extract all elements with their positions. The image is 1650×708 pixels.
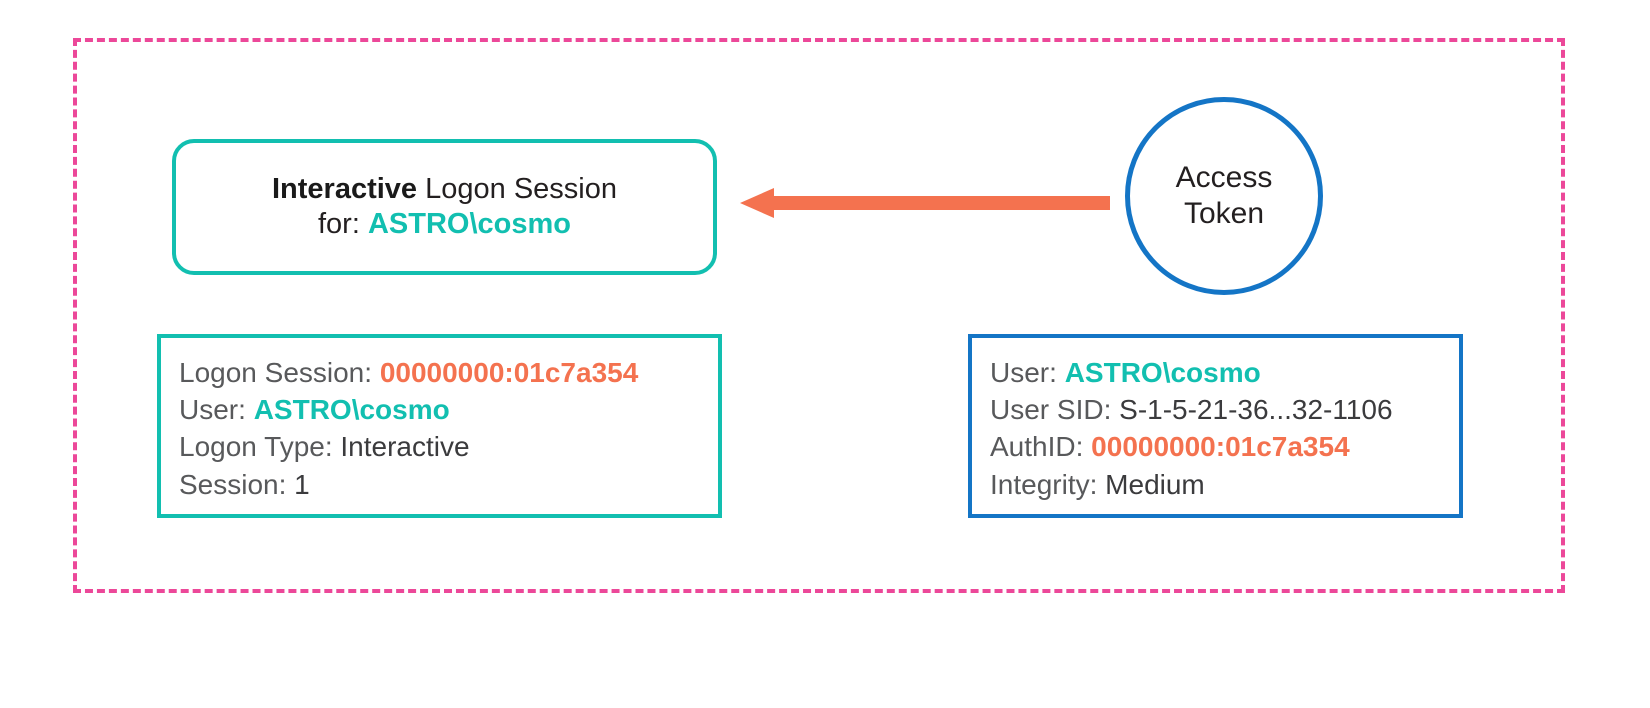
token-label-user: User:: [990, 357, 1065, 388]
logon-type-emphasis: Interactive: [271, 172, 418, 205]
token-label-integrity: Integrity:: [990, 468, 1106, 500]
access-token-label-line-1: Access: [1175, 161, 1273, 194]
logon-session-for-label: for:: [318, 208, 368, 240]
logon-session-user-value: ASTRO\cosmo: [367, 208, 571, 240]
detail-label-user: User:: [179, 394, 254, 426]
detail-label-session: Session:: [179, 468, 295, 500]
arrow-left-icon: [740, 188, 1110, 218]
logon-session-box: Interactive Logon Session for: ASTRO\cos…: [172, 139, 717, 275]
detail-row-logon-type: Logon Type: Interactive: [179, 428, 700, 465]
detail-value-logon-type: Interactive: [340, 431, 470, 463]
detail-label-logon-session: Logon Session:: [179, 357, 380, 388]
logon-session-title-rest: Logon Session: [417, 172, 617, 205]
detail-value-logon-session: 00000000:01c7a354: [379, 357, 639, 388]
access-token-circle: Access Token: [1125, 97, 1323, 295]
detail-value-user: ASTRO\cosmo: [253, 394, 450, 426]
access-token-label-line-2: Token: [1183, 197, 1265, 230]
token-value-user: ASTRO\cosmo: [1064, 357, 1261, 388]
access-token-to-session-arrow: [740, 186, 1110, 220]
detail-row-user: User: ASTRO\cosmo: [179, 391, 700, 428]
logon-session-title-line-1: Interactive Logon Session: [272, 172, 617, 207]
token-value-integrity: Medium: [1105, 468, 1205, 500]
token-label-user-sid: User SID:: [990, 394, 1120, 426]
token-value-authid: 00000000:01c7a354: [1091, 431, 1350, 463]
detail-value-session: 1: [294, 468, 310, 500]
token-row-user: User: ASTRO\cosmo: [990, 354, 1441, 391]
logon-session-title-line-2: for: ASTRO\cosmo: [318, 207, 571, 242]
token-row-authid: AuthID: 00000000:01c7a354: [990, 428, 1441, 465]
token-label-authid: AuthID:: [990, 431, 1092, 463]
token-row-user-sid: User SID: S-1-5-21-36...32-1106: [990, 391, 1441, 428]
token-row-integrity: Integrity: Medium: [990, 466, 1441, 503]
token-value-user-sid: S-1-5-21-36...32-1106: [1119, 394, 1393, 426]
logon-session-details-panel: Logon Session: 00000000:01c7a354 User: A…: [157, 334, 722, 518]
detail-row-logon-session: Logon Session: 00000000:01c7a354: [179, 354, 700, 391]
detail-label-logon-type: Logon Type:: [179, 431, 341, 463]
access-token-details-panel: User: ASTRO\cosmo User SID: S-1-5-21-36.…: [968, 334, 1463, 518]
logon-session-boundary: [73, 38, 1565, 593]
detail-row-session: Session: 1: [179, 466, 700, 503]
